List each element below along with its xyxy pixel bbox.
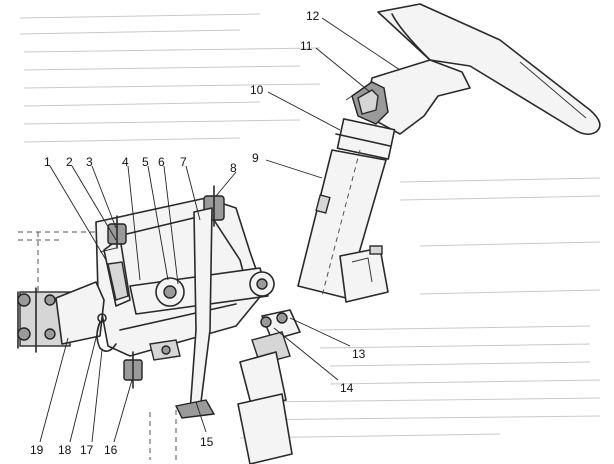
callout-leaders [39,17,401,443]
callout-13: 13 [352,347,366,361]
callout-4: 4 [122,155,129,169]
steering-wheel [377,3,601,136]
bracket-fittings [149,339,181,361]
callout-14: 14 [340,381,354,395]
callout-3: 3 [86,155,93,169]
callout-8: 8 [230,161,237,175]
callout-12: 12 [306,9,320,23]
callout-11: 11 [300,39,313,53]
left-mount-block [17,281,105,353]
callout-16: 16 [104,443,118,457]
callout-18: 18 [58,443,72,457]
steering-gear-box [339,245,389,303]
adjuster-nut-left [107,215,127,249]
steering-hub [345,59,471,135]
callout-17: 17 [80,443,94,457]
background-bleed-lines [19,13,601,439]
clutch-rod [103,237,131,307]
callout-labels: 1 2 3 4 5 6 7 8 9 10 11 12 13 14 15 16 1… [30,9,366,457]
callout-1: 1 [44,155,51,169]
lower-bolt [123,351,143,389]
callout-5: 5 [142,155,149,169]
column-upper-clamp [335,118,396,160]
brake-pedal [174,207,216,419]
callout-10: 10 [250,83,264,97]
callout-19: 19 [30,443,44,457]
callout-2: 2 [66,155,73,169]
pedal-bracket [95,197,265,357]
callout-7: 7 [180,155,187,169]
callout-9: 9 [252,151,259,165]
callout-6: 6 [158,155,165,169]
lower-universal-joint [237,309,301,464]
callout-15: 15 [200,435,214,449]
